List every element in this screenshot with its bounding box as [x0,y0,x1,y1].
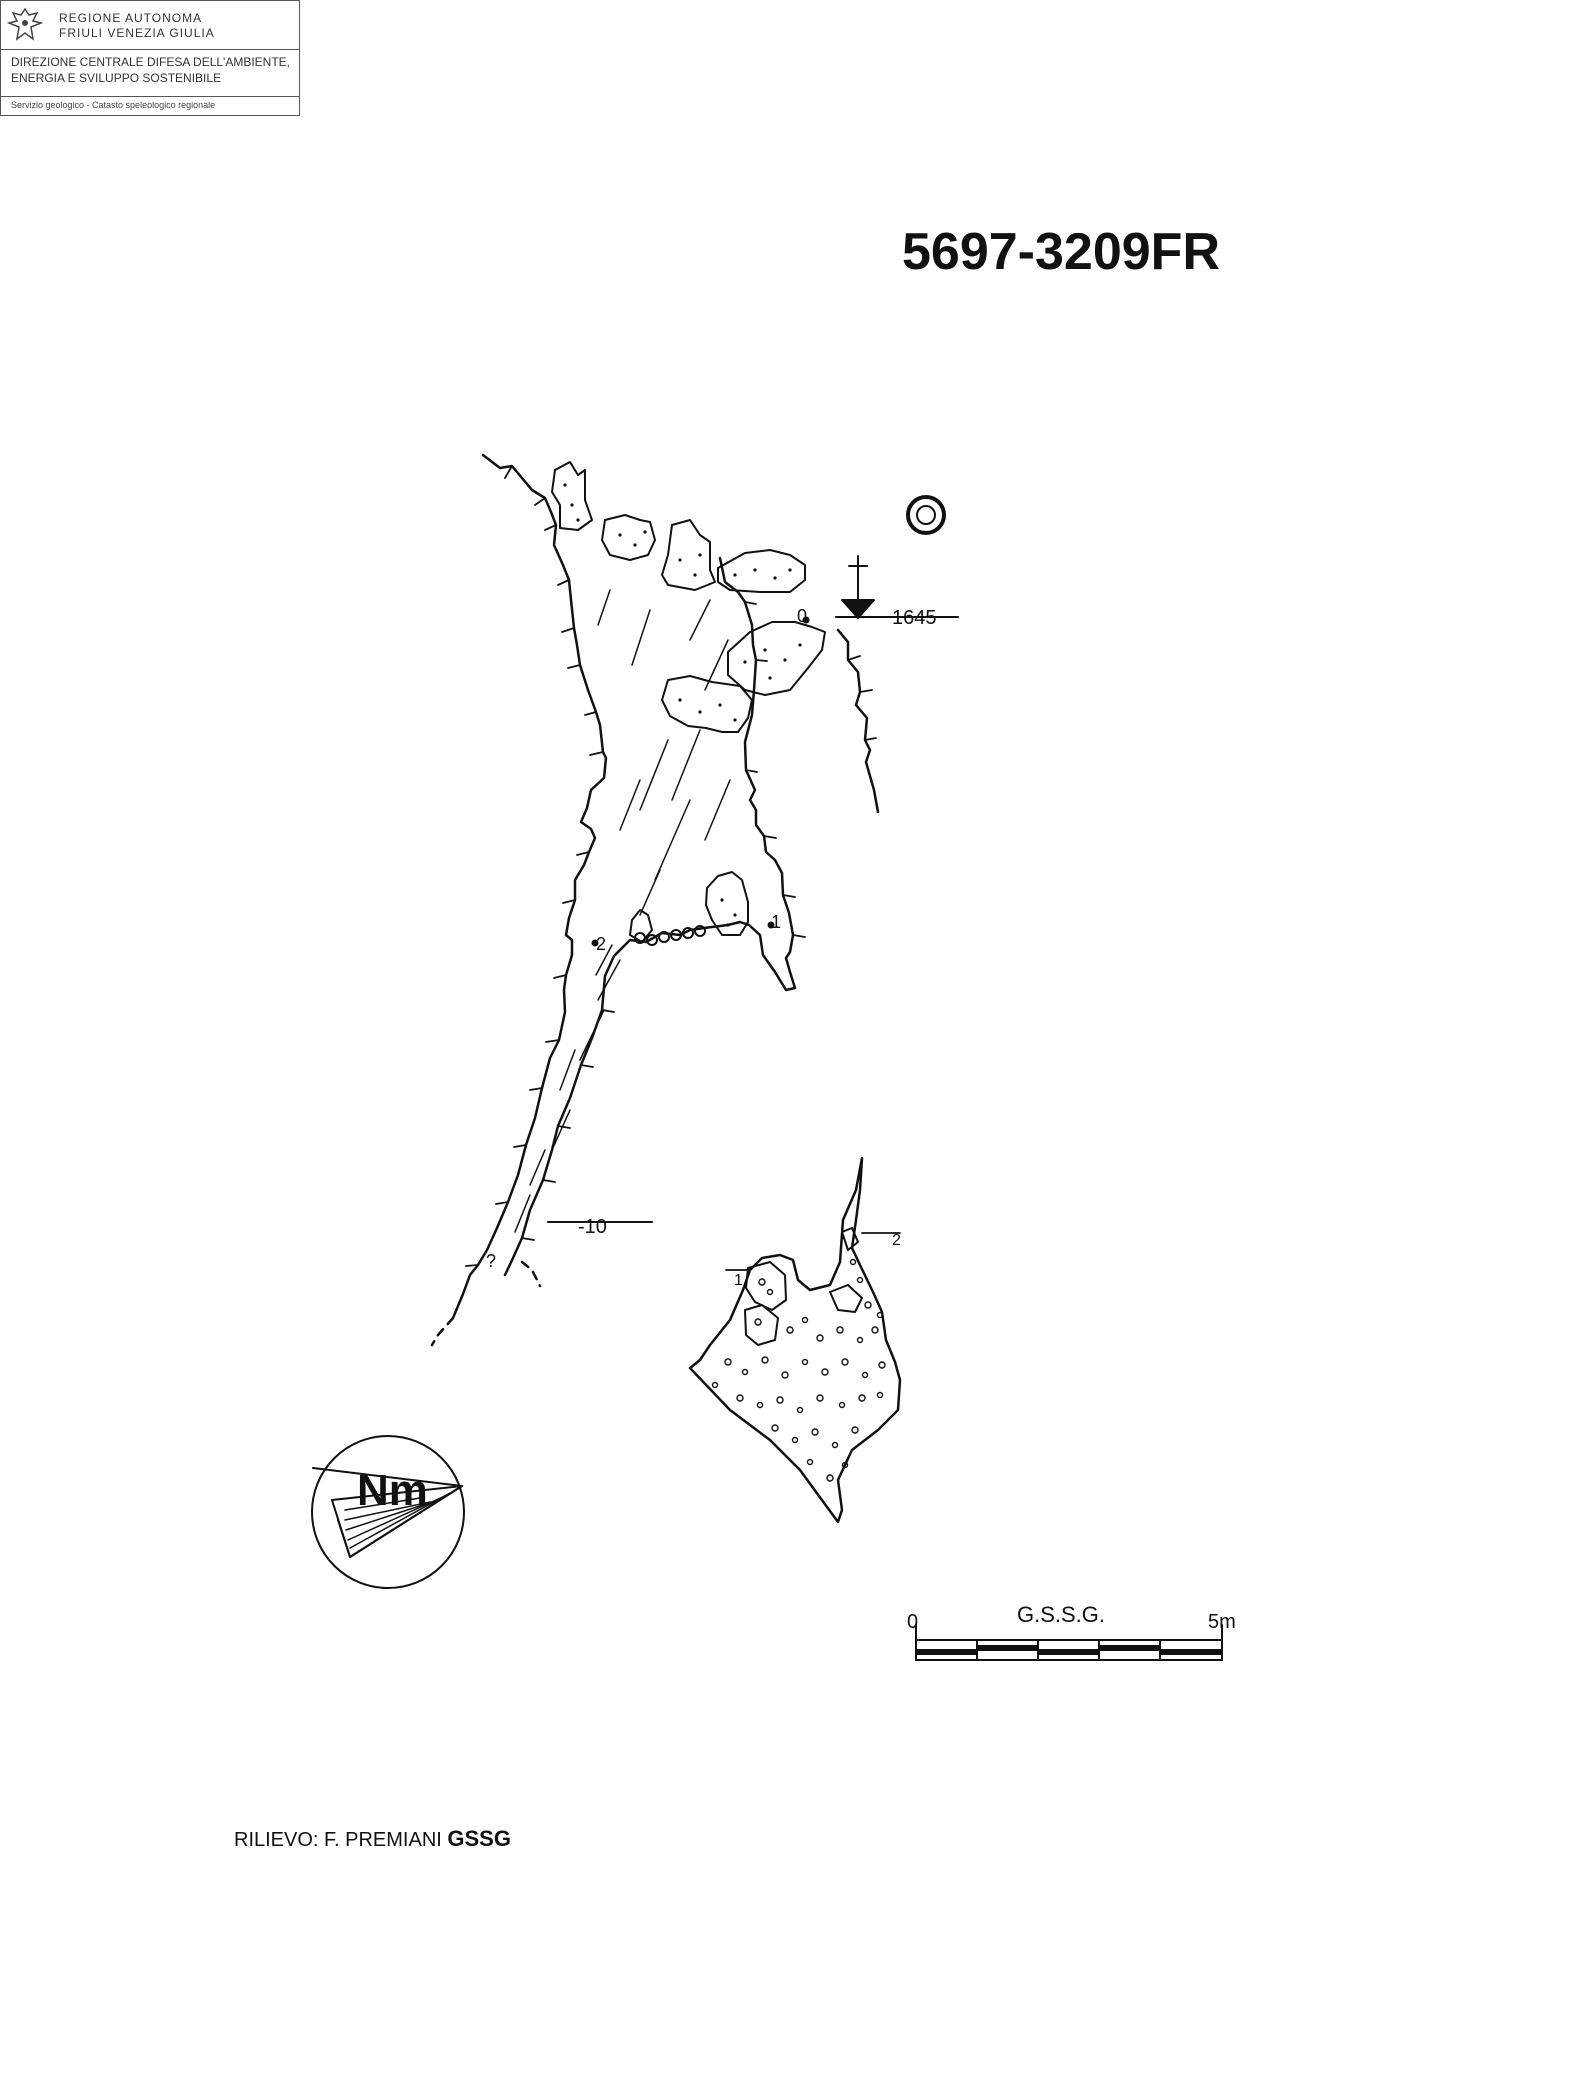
unknown-mark: ? [486,1251,496,1271]
plan-label-2: 2 [892,1232,901,1249]
header-direction-row [1,50,299,97]
scale-end-label: 5m [1208,1611,1236,1633]
plan-pebbles [711,1258,886,1482]
survey-credit: RILIEVO: F. PREMIANI GSSG [234,1826,511,1852]
station-label-0: 0 [797,606,807,626]
plan-label-1: 1 [734,1272,743,1289]
region-name-line1: REGIONE AUTONOMA [59,11,203,25]
boulders-top [551,461,826,943]
header-logo-box: REGIONE AUTONOMA FRIULI VENEZIA GIULIA D… [0,0,300,116]
altitude-label: 1645 [892,607,937,629]
station-points [591,616,810,947]
service-line: Servizio geologico - Catasto speleologic… [11,100,216,110]
north-label: Nm [357,1466,428,1515]
station-label-2: 2 [596,934,606,954]
plan-view [688,1156,902,1524]
eagle-crest-icon [7,7,43,41]
cave-right-wall [503,556,797,1277]
entrance-symbol [906,495,946,535]
direction-line2: ENERGIA E SVILUPPO SOSTENIBILE [11,71,222,85]
cave-outer-wall [836,628,880,814]
cave-left-wall-continuation [430,1316,455,1347]
level-label: -10 [578,1216,607,1238]
cave-right-wall-continuation [520,1260,542,1288]
direction-line1: DIREZIONE CENTRALE DIFESA DELL'AMBIENTE, [11,55,291,69]
rock-chain [634,925,706,946]
boulder-stipple [563,483,802,927]
north-arrow [311,1435,465,1589]
header-region-row [1,1,299,50]
credit-prefix: RILIEVO: F. PREMIANI [234,1829,448,1851]
datum-marker [835,555,959,619]
scale-bar [915,1624,1223,1661]
slope-lines [514,589,731,1233]
wall-hachures [465,465,877,1267]
region-name-line2: FRIULI VENEZIA GIULIA [59,26,215,40]
station-label-1: 1 [771,912,781,932]
credit-org: GSSG [447,1826,511,1851]
scale-start-label: 0 [907,1611,918,1633]
plan-label-leaders [725,1232,901,1271]
cave-left-wall [451,453,608,1320]
cave-code-title: 5697-3209FR [902,223,1220,281]
scale-title: G.S.S.G. [1017,1602,1105,1627]
